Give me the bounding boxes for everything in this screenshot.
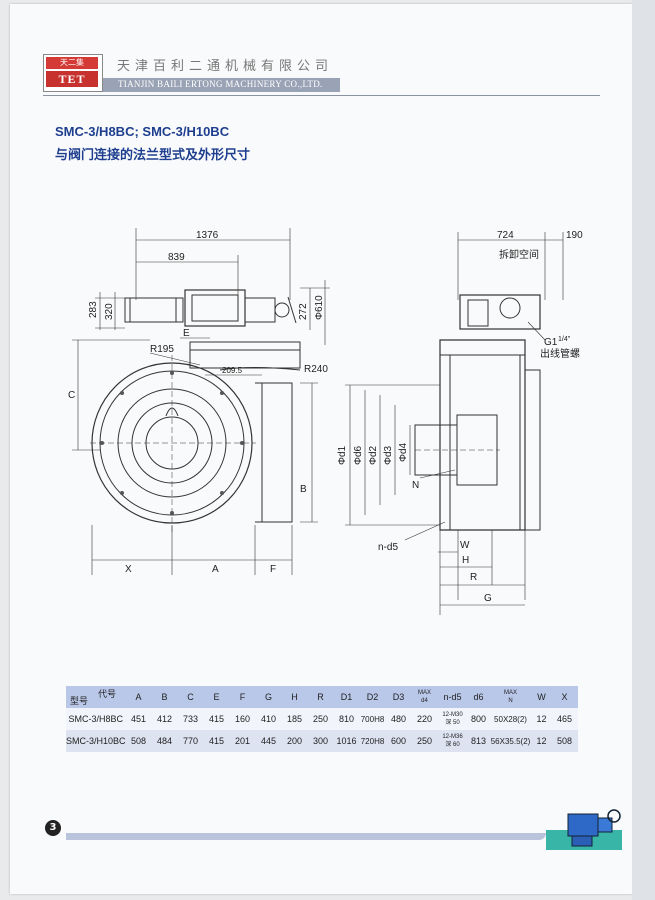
- company-name-cn: 天津百利二通机械有限公司: [117, 59, 334, 74]
- company-logo: 天二集 TET: [43, 54, 103, 92]
- dim-839: 839: [168, 252, 185, 263]
- dim-G: G: [484, 593, 492, 604]
- page-number: 3: [45, 820, 61, 836]
- dim-283: 283: [88, 301, 99, 318]
- dim-190: 190: [566, 230, 583, 241]
- page-edge: [632, 0, 655, 900]
- dim-phid3: Φd3: [383, 445, 394, 465]
- dim-209-5: 209.5: [222, 366, 243, 375]
- col-header: D1: [333, 686, 360, 708]
- footer-wave: [66, 833, 546, 840]
- dim-phid4: Φd4: [398, 442, 409, 462]
- dim-X: X: [125, 564, 132, 575]
- col-header: B: [151, 686, 178, 708]
- header-band: [103, 78, 340, 92]
- col-header: W: [531, 686, 552, 708]
- page-subtitle: 与阀门连接的法兰型式及外形尺寸: [55, 148, 251, 163]
- dim-F: F: [270, 564, 276, 575]
- col-header: D2: [359, 686, 386, 708]
- removal-space-label: 拆卸空间: [499, 248, 539, 261]
- dim-A: A: [212, 564, 219, 575]
- dim-724: 724: [497, 230, 514, 241]
- page-title: SMC-3/H8BC; SMC-3/H10BC: [55, 124, 230, 139]
- dim-320: 320: [104, 303, 115, 320]
- dim-1376: 1376: [196, 230, 219, 241]
- technical-drawing: 1376 839 283 320 272 Φ610 E R195 209.5 R…: [68, 228, 583, 615]
- col-header: C: [177, 686, 204, 708]
- dim-N: N: [412, 480, 419, 491]
- header-divider: [43, 95, 600, 96]
- col-header: d6: [467, 686, 490, 708]
- dim-C: C: [68, 390, 75, 401]
- col-header: F: [229, 686, 256, 708]
- cable-conduit-label: 出线管螺: [540, 347, 580, 360]
- col-header: n-d5: [437, 686, 468, 708]
- dim-phid6: Φd6: [353, 445, 364, 465]
- table-corner-cell: 代号 型号: [70, 689, 116, 706]
- col-header: R: [307, 686, 334, 708]
- company-name-en: TIANJIN BAILI ERTONG MACHINERY CO.,LTD.: [118, 79, 323, 89]
- dim-phid2: Φd2: [368, 445, 379, 465]
- dim-H: H: [462, 555, 469, 566]
- col-header: H: [281, 686, 308, 708]
- actuator-icon: [567, 809, 621, 847]
- table-row: SMC-3/H10BC 508 484 770 415 201 445 200 …: [66, 730, 578, 752]
- dim-R: R: [470, 572, 477, 583]
- dim-W: W: [460, 540, 470, 551]
- dim-phid1: Φd1: [337, 445, 348, 465]
- dim-R240: R240: [304, 364, 328, 375]
- dim-B: B: [300, 484, 307, 495]
- dim-R195: R195: [150, 344, 174, 355]
- dim-nd5: n-d5: [378, 542, 398, 553]
- dim-G1: G1: [544, 337, 558, 348]
- dim-272: 272: [298, 303, 309, 320]
- col-header: E: [203, 686, 230, 708]
- table-row: SMC-3/H8BC 451 412 733 415 160 410 185 2…: [66, 708, 578, 730]
- dim-E: E: [183, 328, 190, 339]
- col-header: A: [125, 686, 152, 708]
- dim-phi610: Φ610: [314, 295, 325, 320]
- col-header: G: [255, 686, 282, 708]
- col-header: X: [551, 686, 578, 708]
- dim-G1-size: 1/4": [558, 336, 571, 343]
- col-header: D3: [385, 686, 412, 708]
